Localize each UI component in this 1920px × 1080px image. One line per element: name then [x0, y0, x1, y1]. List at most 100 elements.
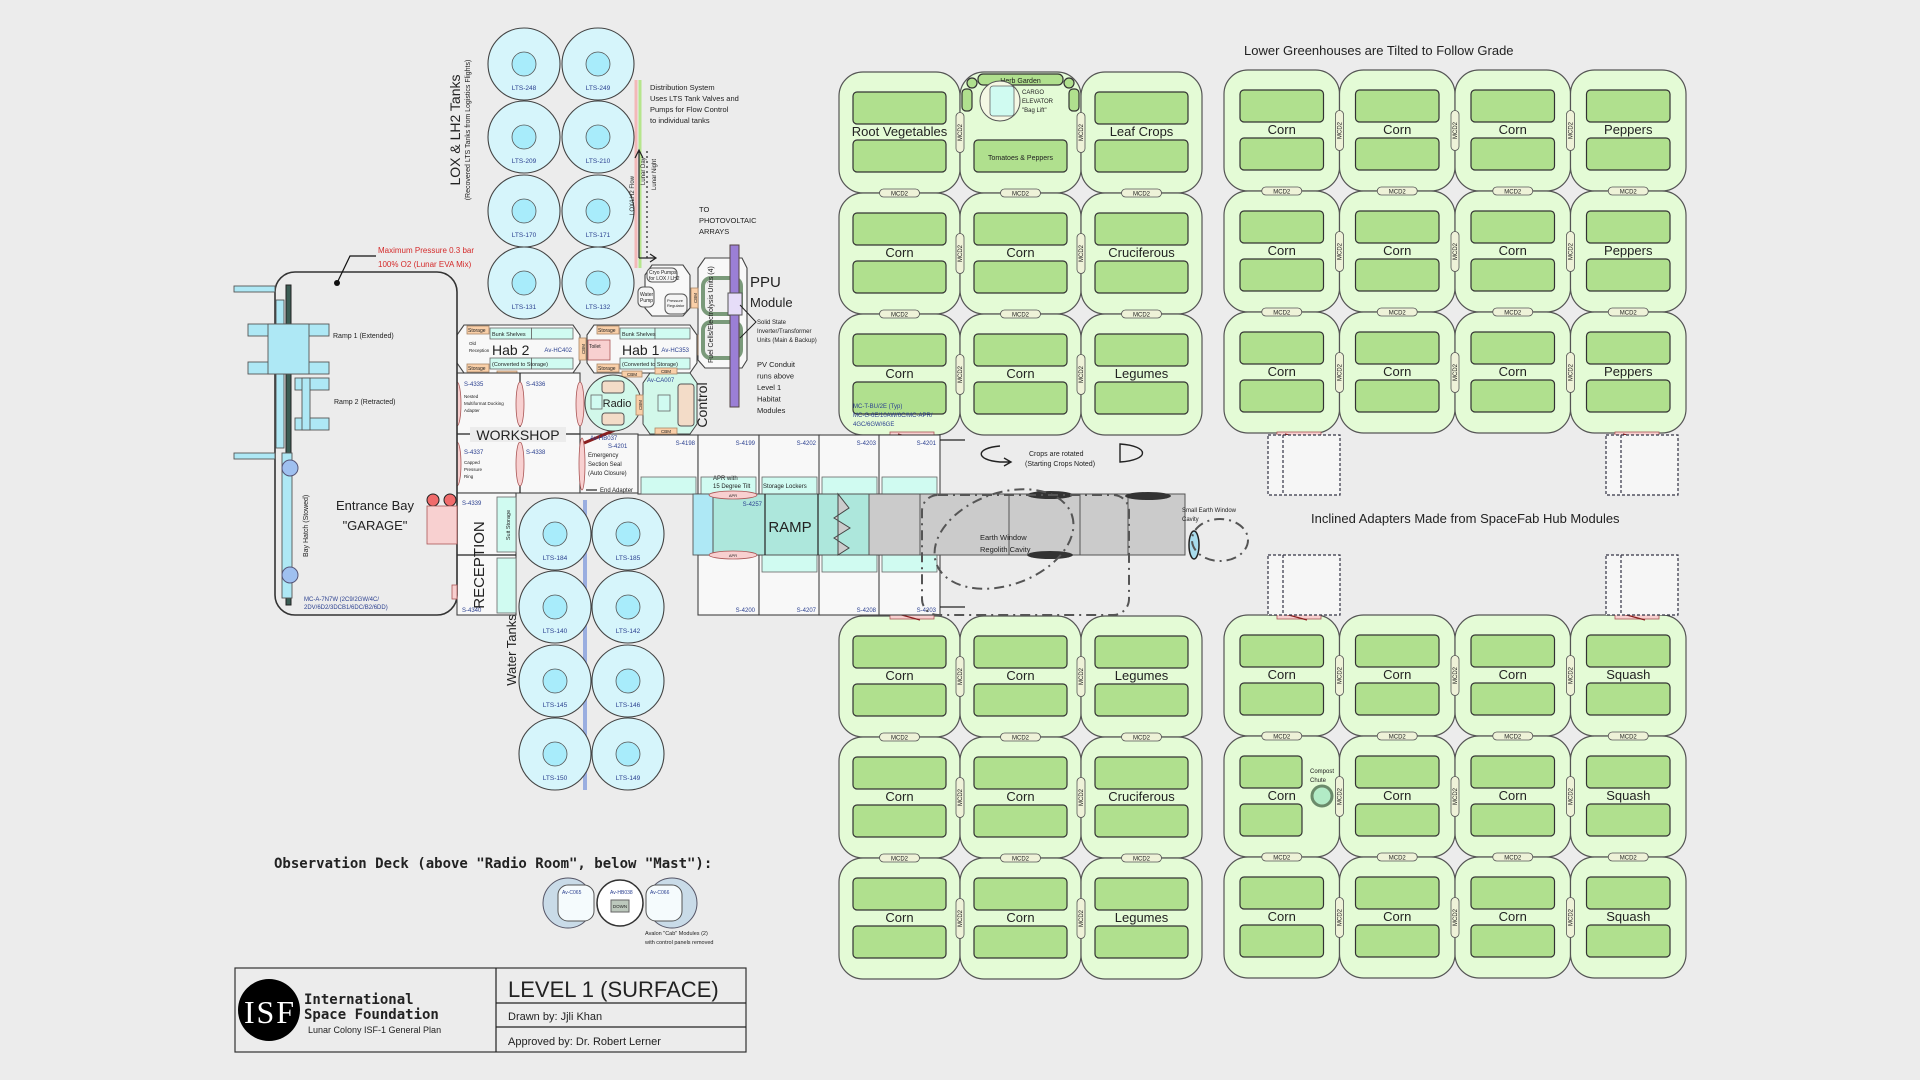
spacefab-hub-adapter — [1267, 434, 1341, 496]
planter-bed — [1354, 258, 1440, 292]
planter-bed — [973, 381, 1068, 415]
crop-label: Corn — [885, 668, 913, 683]
mcd2-label: MCD2 — [1079, 123, 1085, 141]
mcd2-connector-body — [1261, 186, 1303, 196]
crop-label: Corn — [1006, 245, 1034, 260]
planter-bed — [1585, 258, 1671, 292]
tank-label: LTS-171 — [586, 232, 611, 239]
planter-bed — [1354, 379, 1440, 413]
cbm-connector-body — [654, 427, 678, 435]
mcd2-connector-body — [1376, 852, 1418, 862]
mcd2-label: MCD2 — [1133, 313, 1151, 319]
module-id: S-4339 — [462, 501, 482, 507]
crop-label: Corn — [1499, 364, 1527, 379]
mcd2-connector-body — [1450, 352, 1460, 393]
suit-storage — [496, 496, 517, 553]
mcd2-connector: MCD2 — [1261, 852, 1303, 862]
flow-arrow — [634, 148, 658, 263]
suit-storage-label: Suit Storage — [506, 510, 512, 540]
ramp1-label: Ramp 1 (Extended) — [333, 333, 394, 340]
planter-bed — [1239, 210, 1325, 244]
regolith-tunnel-segment — [1127, 493, 1186, 556]
storage-locker — [881, 554, 938, 573]
greenhouse-module: Corn — [1223, 614, 1341, 737]
mcd2-connector: MCD2 — [955, 898, 965, 939]
capped-ring-note: Ring — [464, 474, 474, 479]
mcd2-connector-body — [879, 732, 920, 742]
planter-bed — [1470, 379, 1556, 413]
seat — [601, 412, 625, 426]
greenhouse-module: Corn — [959, 615, 1082, 738]
mcd2-connector-body — [1076, 233, 1086, 274]
mcd2-connector-body — [955, 233, 965, 274]
planter-bed — [1094, 635, 1189, 669]
note-lower-greenhouses: Lower Greenhouses are Tilted to Follow G… — [1244, 43, 1514, 58]
compost-chute-icon — [1310, 784, 1334, 808]
module-id: Av-HC353 — [661, 348, 689, 354]
mcd2-connector: MCD2 — [1450, 110, 1460, 151]
mcd2-connector: MCD2 — [1566, 352, 1575, 393]
mcd2-connector-body — [1335, 231, 1344, 272]
crop-label: Peppers — [1604, 243, 1653, 258]
planter-bed — [1239, 89, 1325, 123]
mcd2-connector-body — [1607, 731, 1649, 741]
tank-port — [542, 594, 568, 620]
crop-label: Corn — [1006, 668, 1034, 683]
tank-port — [511, 270, 537, 296]
flow-label: LOX/LH2 Flow — [630, 175, 636, 215]
cbm-connector: CBM — [654, 367, 678, 375]
mcd2-connector-body — [1566, 655, 1575, 696]
garage-label: "GARAGE" — [343, 518, 408, 533]
mcd2-connector: MCD2 — [1076, 354, 1086, 395]
crop-label: Corn — [1006, 366, 1034, 381]
mcd2-connector: MCD2 — [1450, 776, 1460, 817]
planter-bed — [1470, 258, 1556, 292]
storage-bay — [596, 363, 620, 373]
mcd2-connector: MCD2 — [1261, 186, 1303, 196]
leader-line — [336, 255, 376, 284]
cbm-connector-body — [621, 370, 643, 378]
mcd2-connector: MCD2 — [1450, 231, 1460, 272]
storage-label: Storage — [598, 328, 616, 334]
planter-bed — [1239, 137, 1325, 171]
planter-bed — [1094, 756, 1189, 790]
crop-label: Legumes — [1115, 668, 1169, 683]
crop-label: Cruciferous — [1108, 789, 1175, 804]
distribution-note: Pumps for Flow Control — [650, 105, 729, 114]
mcd2-connector: MCD2 — [879, 732, 920, 742]
mcd2-connector-body — [1376, 307, 1418, 317]
greenhouse-module: Squash — [1569, 735, 1687, 858]
mcd2-connector-body — [1492, 852, 1534, 862]
entrance-bay-garage: Ramp 1 (Extended)Ramp 2 (Retracted)Bay H… — [233, 271, 458, 616]
crop-label: Peppers — [1604, 122, 1653, 137]
mcd2-connector: MCD2 — [1450, 897, 1460, 938]
mcd2-connector: MCD2 — [1121, 732, 1162, 742]
emergency-seal-note: Section Seal — [588, 462, 622, 468]
crop-label: Peppers — [1604, 364, 1653, 379]
tank-label: LTS-146 — [616, 702, 641, 709]
storage-bay — [466, 363, 490, 373]
cbm-label: CBM — [693, 293, 698, 303]
tank-port — [542, 668, 568, 694]
title-block-frame — [234, 967, 747, 1053]
distribution-note: to individual tanks — [650, 116, 710, 125]
inverter-unit — [727, 292, 743, 316]
mcd2-label: MCD2 — [1338, 242, 1344, 260]
hab-name: Hab 2 — [492, 342, 530, 358]
planter-bed — [852, 260, 947, 294]
planter-bed — [1239, 924, 1325, 958]
distribution-note: Distribution System — [650, 83, 715, 92]
greenhouse-module: Corn — [1223, 69, 1341, 192]
mcd2-label: MCD2 — [1620, 190, 1638, 196]
mcd2-connector-body — [1566, 776, 1575, 817]
hab-name: Hab 1 — [622, 342, 660, 358]
mcd2-connector: MCD2 — [1261, 307, 1303, 317]
crop-label: Corn — [1268, 667, 1296, 682]
down-hatch — [610, 899, 630, 913]
